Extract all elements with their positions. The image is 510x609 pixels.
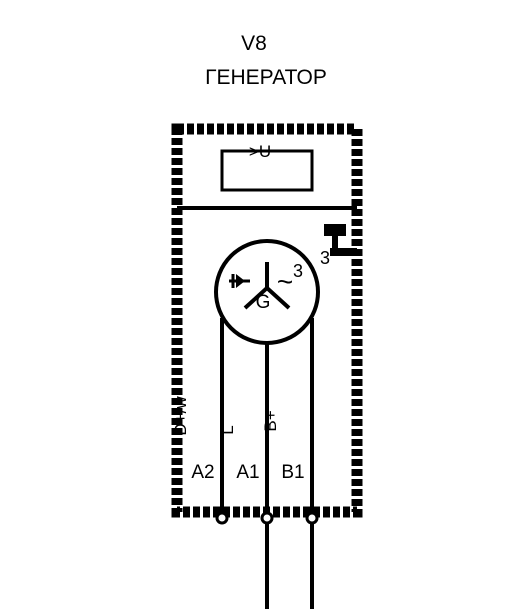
pin-signal-b-plus: B+	[261, 410, 280, 431]
diagram-title: ГЕНЕРАТОР	[205, 66, 327, 89]
star-winding-icon	[243, 262, 291, 310]
ac-symbol: ~	[277, 266, 293, 297]
voltage-regulator-box	[220, 149, 314, 192]
diagram-code: V8	[241, 32, 267, 55]
output-wires	[220, 318, 314, 609]
phase-count: 3	[293, 261, 303, 281]
terminal-a2: A2	[191, 462, 214, 483]
pin-signal-d-plus: D+/w	[171, 396, 190, 436]
voltage-regulator-label: >U	[249, 142, 271, 161]
terminal-connector	[305, 511, 319, 525]
pin-signal-l: L	[218, 425, 237, 434]
terminal-connector	[260, 511, 274, 525]
connector-marker: 3	[320, 248, 330, 268]
terminal-connector	[215, 511, 229, 525]
terminal-a1: A1	[236, 462, 259, 483]
generator-letter: G	[256, 292, 271, 313]
terminal-b1: B1	[281, 462, 304, 483]
ground-connector-icon	[324, 224, 357, 256]
diode-icon	[229, 274, 250, 288]
